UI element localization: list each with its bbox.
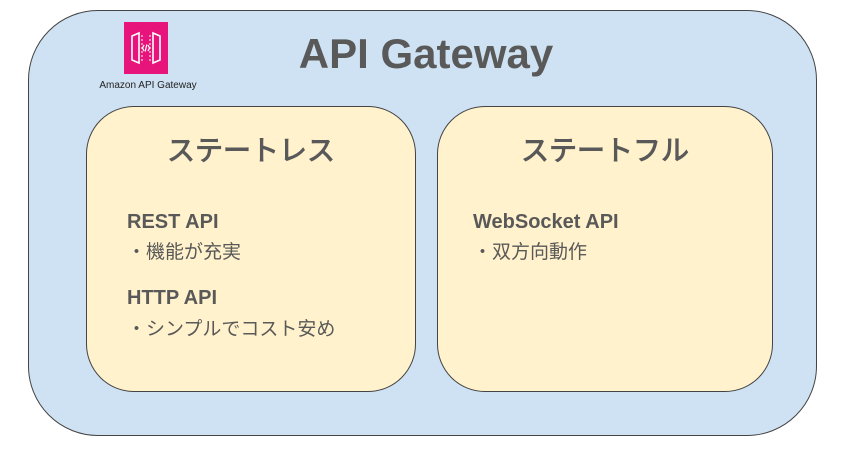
http-api-description: ・シンプルでコスト安め bbox=[127, 318, 336, 340]
websocket-api-description: ・双方向動作 bbox=[473, 241, 588, 263]
logo-caption: Amazon API Gateway bbox=[99, 80, 197, 91]
http-api-title: HTTP API bbox=[127, 287, 218, 309]
stateful-panel-title: ステートフル bbox=[520, 134, 689, 167]
rest-api-title: REST API bbox=[127, 211, 219, 233]
page-title: API Gateway bbox=[298, 30, 554, 77]
stateless-panel: ステートレス REST API ・機能が充実 HTTP API ・シンプルでコス… bbox=[86, 106, 416, 392]
amazon-api-gateway-icon bbox=[124, 22, 168, 74]
rest-api-description: ・機能が充実 bbox=[127, 241, 242, 263]
stateless-panel-title: ステートレス bbox=[166, 134, 335, 167]
websocket-api-title: WebSocket API bbox=[473, 211, 619, 233]
stateful-panel: ステートフル WebSocket API ・双方向動作 bbox=[437, 106, 773, 392]
